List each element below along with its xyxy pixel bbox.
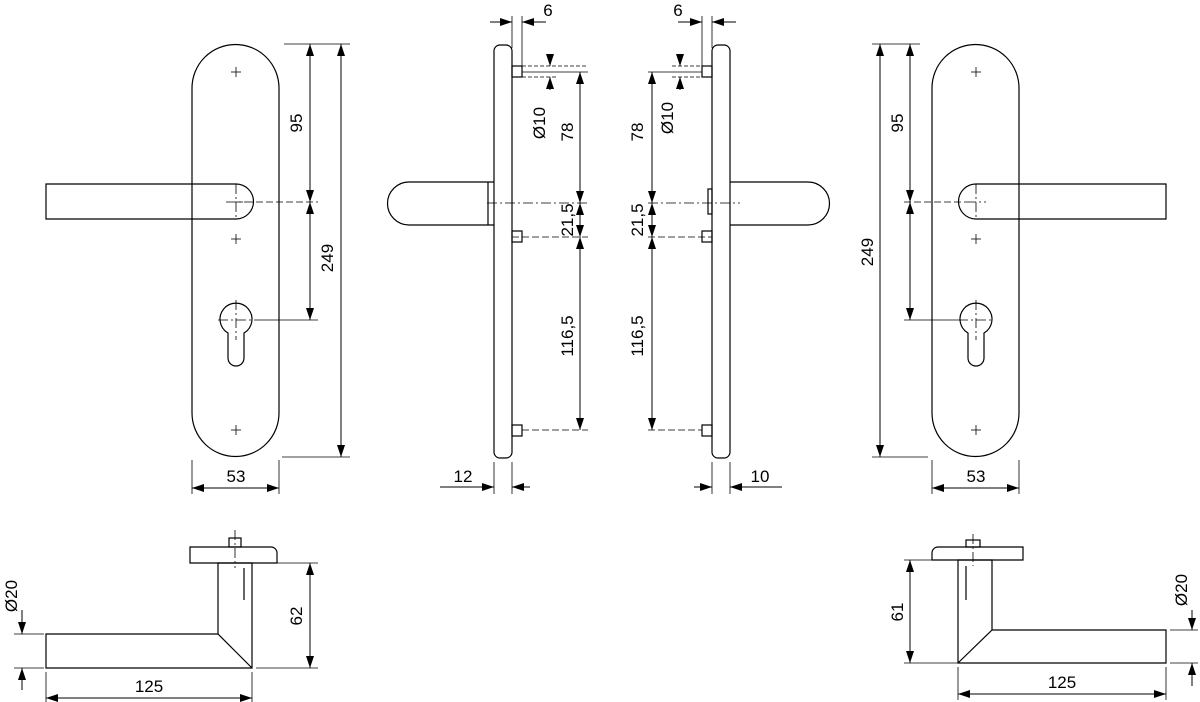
dimension-label: Ø10 <box>530 107 549 139</box>
fixing-studs-b <box>701 65 713 437</box>
top-view-left: Ø20 62 125 <box>2 530 318 702</box>
dimension-label: 95 <box>287 114 306 133</box>
dimension-lines-top-right <box>904 559 1198 700</box>
plate-side-outline <box>493 44 513 459</box>
dimension-label: 249 <box>318 244 337 272</box>
dimension-label: 6 <box>543 1 552 20</box>
plate-side-outline <box>711 44 731 459</box>
dimension-label: 78 <box>628 123 647 142</box>
dimension-label: 21,5 <box>558 203 577 236</box>
lever-side-outline <box>386 181 494 226</box>
keyhole-outline <box>219 302 253 367</box>
lever-top-outline <box>45 562 253 669</box>
top-view-right: 61 Ø20 125 <box>888 534 1198 700</box>
side-view-b: 6 Ø10 78 21,5 116,5 10 <box>628 1 831 494</box>
front-view-right: 95 249 53 <box>858 43 1167 494</box>
lever-side-outline <box>730 181 831 226</box>
dimension-label: 95 <box>888 114 907 133</box>
dimension-label: 125 <box>1048 673 1076 692</box>
dimension-label: 12 <box>454 467 473 486</box>
dimension-label: Ø20 <box>2 580 21 612</box>
escutcheon-plate-outline <box>191 43 280 458</box>
lever-handle-outline <box>957 183 1167 220</box>
dimension-label: 116,5 <box>628 315 647 356</box>
dimension-label: 53 <box>227 467 246 486</box>
screw-mark-icon <box>231 67 241 435</box>
dimension-lines-left <box>191 43 350 494</box>
screw-mark-icon <box>971 67 981 435</box>
dimension-label: Ø20 <box>1172 574 1191 606</box>
dimension-label: 10 <box>751 467 770 486</box>
dimension-label: 62 <box>287 607 306 626</box>
dimension-label: 78 <box>558 123 577 142</box>
side-view-a: 6 Ø10 78 21,5 116,5 12 <box>386 1 588 494</box>
dimension-lines-a <box>440 16 588 494</box>
lever-handle-outline <box>45 183 255 220</box>
dimension-label: 249 <box>858 238 877 266</box>
fixing-studs-a <box>511 65 523 437</box>
keyhole-outline <box>959 302 993 367</box>
dimension-label: 61 <box>888 603 907 622</box>
dimension-label: 21,5 <box>628 203 647 236</box>
lever-top-outline <box>957 559 1167 664</box>
front-view-left: 95 249 53 <box>45 43 350 494</box>
dimension-label: 125 <box>135 677 163 696</box>
dimension-lines-right <box>872 43 1020 494</box>
dimension-label: 116,5 <box>558 315 577 356</box>
dimension-label: 6 <box>673 1 682 20</box>
dimension-label: 53 <box>967 467 986 486</box>
escutcheon-plate-outline <box>931 43 1020 458</box>
rose-outline <box>189 546 278 564</box>
dimension-label: Ø10 <box>658 102 677 134</box>
dimension-lines-b <box>648 16 782 494</box>
rose-outline <box>931 546 1024 561</box>
dimension-lines-top-left <box>14 562 318 702</box>
